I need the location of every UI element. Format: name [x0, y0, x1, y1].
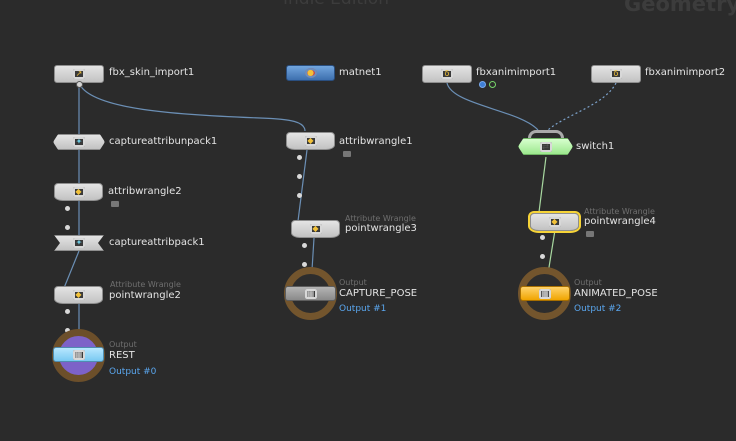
node-label: ANIMATED_POSE	[574, 288, 658, 299]
lock-icon	[111, 201, 119, 207]
input-connectors[interactable]	[540, 206, 548, 278]
node-body[interactable]: ▦	[520, 286, 570, 301]
wire-anim1-to-switch	[446, 82, 539, 131]
node-body[interactable]: ◆	[54, 286, 103, 304]
input-connectors[interactable]	[65, 177, 73, 249]
switch-inputs-icon[interactable]	[528, 130, 564, 138]
node-type-label: Attribute Wrangle	[110, 280, 181, 289]
output-index-label: Output #1	[339, 304, 387, 314]
capture-attrib-icon: ✦	[73, 238, 85, 248]
node-body[interactable]: ▦	[53, 347, 104, 362]
input-connectors[interactable]	[302, 214, 310, 286]
context-watermark: Geometry	[624, 0, 736, 16]
node-label: fbxanimimport2	[645, 67, 726, 78]
output-connector[interactable]	[76, 81, 83, 88]
node-type-label: Attribute Wrangle	[345, 214, 416, 223]
node-body[interactable]: ▦	[285, 286, 336, 301]
display-flag-icon[interactable]	[479, 81, 486, 88]
node-type-label: Output	[339, 278, 367, 287]
edition-watermark: Indie Edition	[283, 0, 389, 9]
node-type-label: Output	[109, 340, 137, 349]
node-label: pointwrangle2	[109, 290, 181, 301]
node-body[interactable]: ◆	[286, 132, 335, 150]
wrangle-icon: ◆	[304, 136, 317, 146]
wire-import-to-attribwrangle1	[78, 82, 306, 132]
node-body[interactable]: ✦	[54, 235, 104, 251]
node-body[interactable]: ✦	[53, 134, 105, 150]
node-body[interactable]: ◆	[528, 211, 581, 233]
output-icon: ▦	[72, 349, 85, 360]
node-body[interactable]: ⇄	[518, 138, 573, 155]
capture-attrib-icon: ✦	[73, 137, 85, 147]
input-connectors[interactable]	[65, 280, 73, 352]
node-label: captureattribpack1	[109, 237, 205, 248]
fbx-animation-icon: δ	[610, 69, 622, 79]
render-flag-icon[interactable]	[489, 81, 496, 88]
node-label: switch1	[576, 141, 615, 152]
wrangle-icon: ◆	[72, 290, 85, 300]
node-body[interactable]: ◆	[291, 220, 340, 238]
output-index-label: Output #2	[574, 304, 622, 314]
wire-anim2-to-switch	[547, 82, 617, 131]
output-index-label: Output #0	[109, 367, 157, 377]
node-body[interactable]: δ	[591, 65, 641, 83]
wire-switch-to-pointwrangle4	[538, 156, 547, 213]
node-label: fbxanimimport1	[476, 67, 557, 78]
wrangle-icon: ◆	[72, 187, 85, 197]
node-label: CAPTURE_POSE	[339, 288, 418, 299]
wrangle-icon: ◆	[309, 224, 322, 234]
node-label: pointwrangle4	[584, 216, 656, 227]
lock-icon	[586, 231, 594, 237]
node-type-label: Attribute Wrangle	[584, 207, 655, 216]
wire-attribwrangle1-to-pointwrangle3	[297, 149, 308, 222]
output-icon: ▦	[304, 288, 317, 299]
switch-icon: ⇄	[539, 141, 552, 152]
node-label: REST	[109, 350, 135, 361]
lock-icon	[343, 151, 351, 157]
node-body[interactable]: δ	[422, 65, 472, 83]
wrangle-icon: ◆	[548, 217, 561, 227]
node-label: attribwrangle2	[108, 186, 182, 197]
wire-pack-to-pointwrangle2	[63, 250, 80, 289]
node-label: captureattribunpack1	[109, 136, 218, 147]
node-label: matnet1	[339, 67, 382, 78]
fbx-animation-icon: δ	[441, 69, 453, 79]
node-label: pointwrangle3	[345, 223, 417, 234]
fbx-import-icon: ↗	[73, 69, 85, 79]
node-body[interactable]: ●	[286, 65, 335, 81]
node-body[interactable]: ◆	[54, 183, 103, 201]
material-network-icon: ●	[304, 68, 317, 78]
output-icon: ▦	[539, 288, 551, 299]
node-label: attribwrangle1	[339, 136, 413, 147]
node-type-label: Output	[574, 278, 602, 287]
input-connectors[interactable]	[297, 126, 305, 198]
node-label: fbx_skin_import1	[109, 67, 195, 78]
